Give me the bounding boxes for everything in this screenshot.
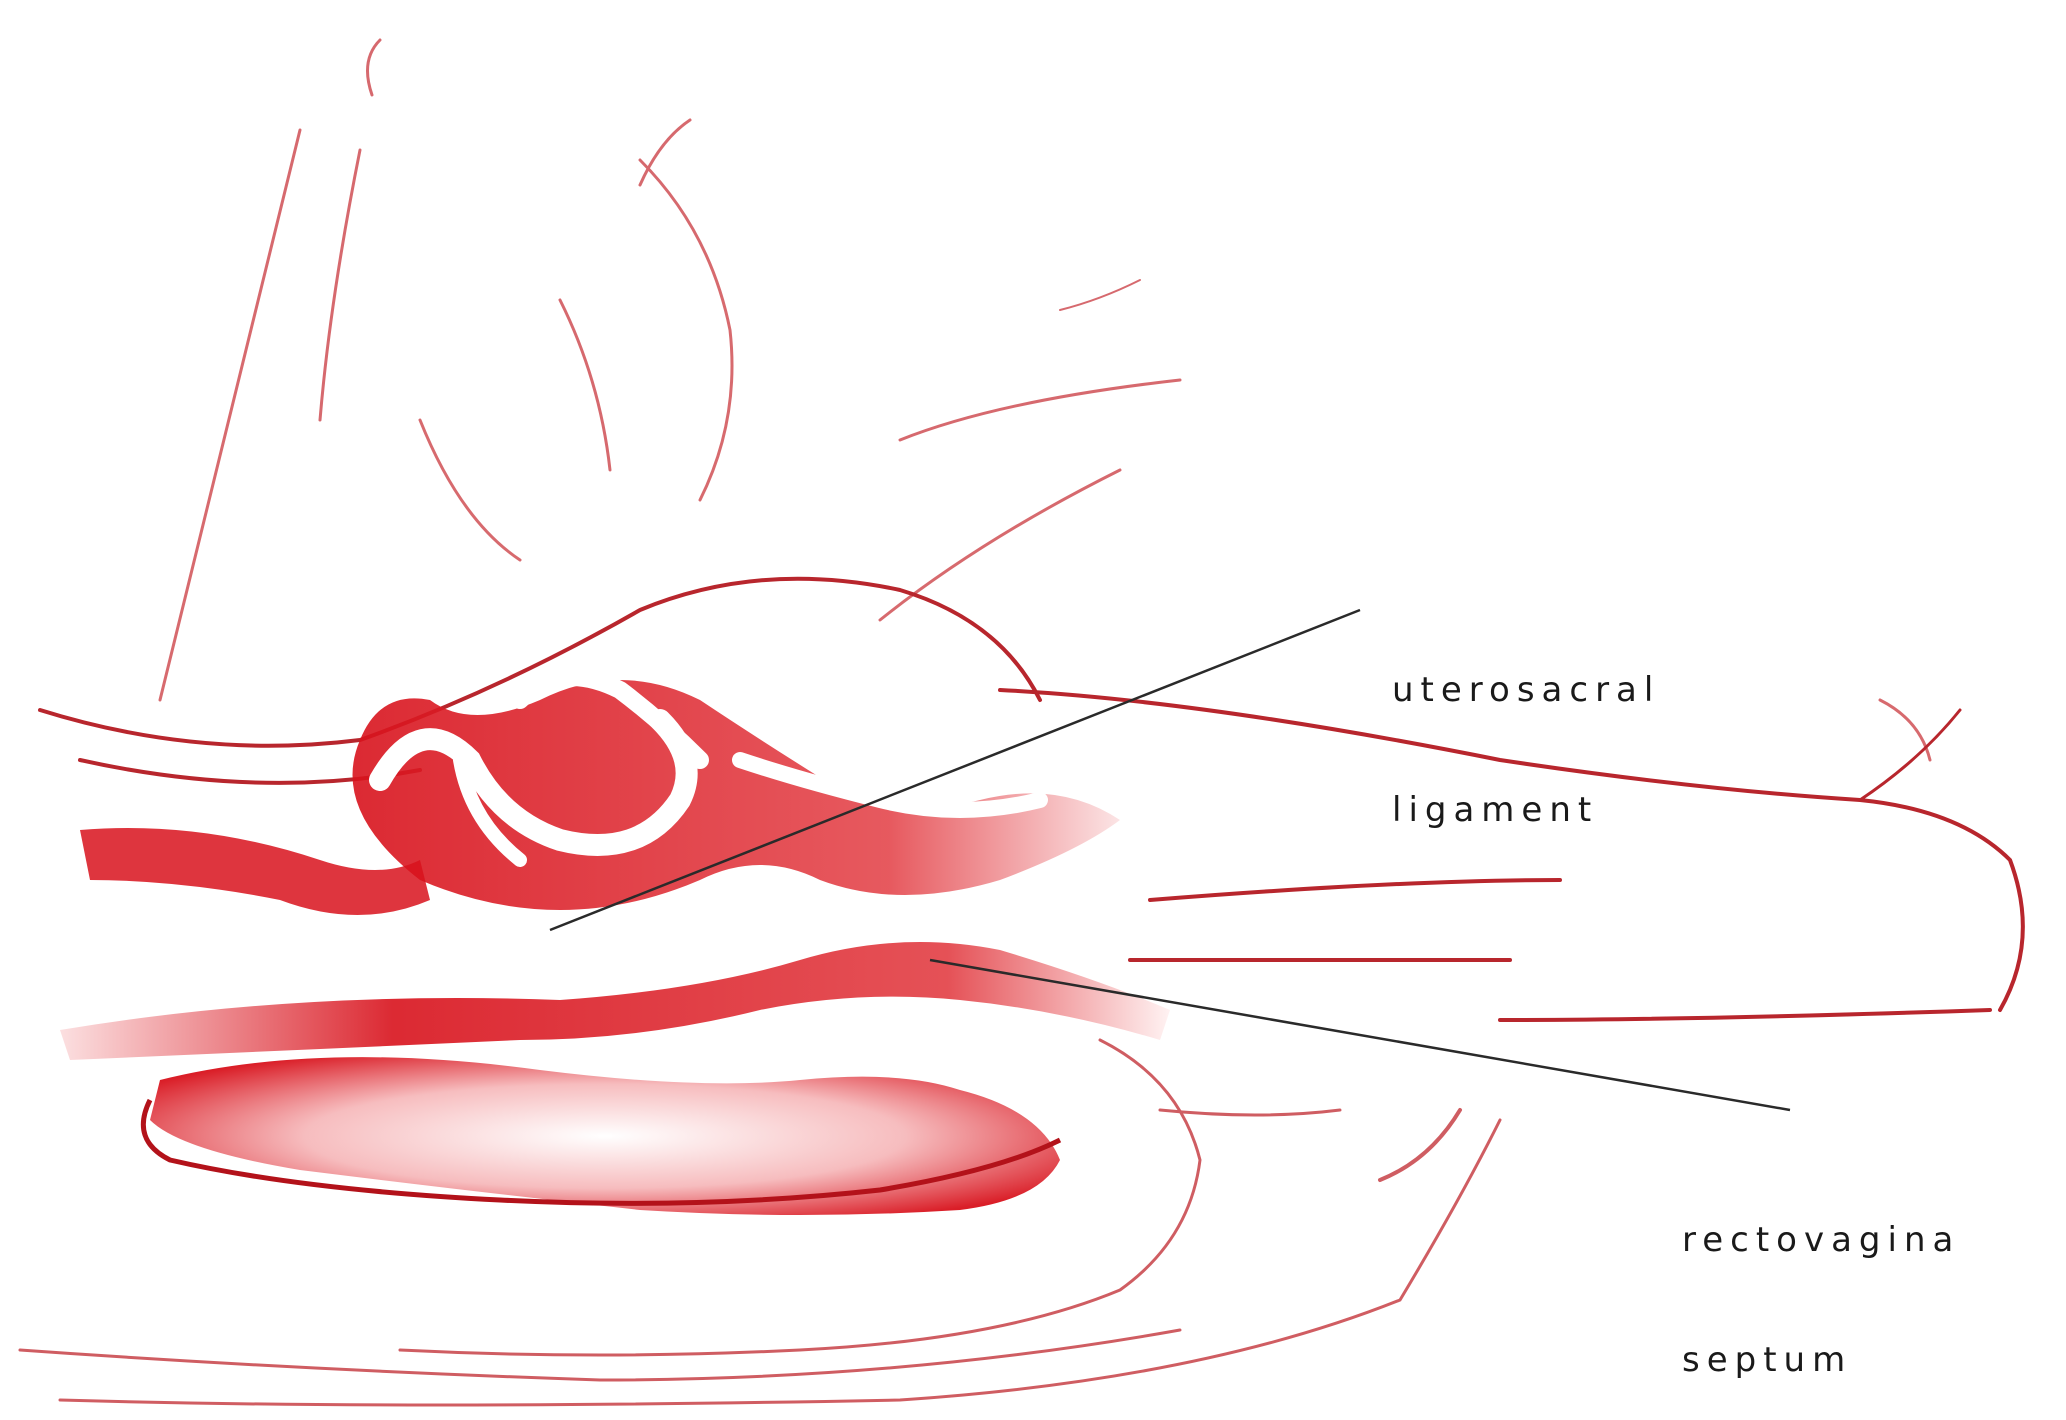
uterosacral-label-line1: uterosacral: [1392, 670, 1660, 710]
rectovaginal-leader-line: [930, 960, 1790, 1110]
rectovaginal-septum-label: rectovagina septum: [1682, 1140, 1960, 1420]
rectum: [150, 1057, 1060, 1215]
uterus-structure: [353, 677, 1121, 910]
abdomen-sketch-lines: [160, 40, 1930, 760]
upper-red-band: [80, 828, 430, 915]
rectovaginal-label-line2: septum: [1682, 1340, 1960, 1380]
rectovaginal-label-line1: rectovagina: [1682, 1220, 1960, 1260]
uterosacral-label-line2: ligament: [1392, 790, 1660, 830]
uterosacral-ligament-label: uterosacral ligament: [1392, 590, 1660, 870]
vaginal-canal-band: [60, 942, 1170, 1060]
